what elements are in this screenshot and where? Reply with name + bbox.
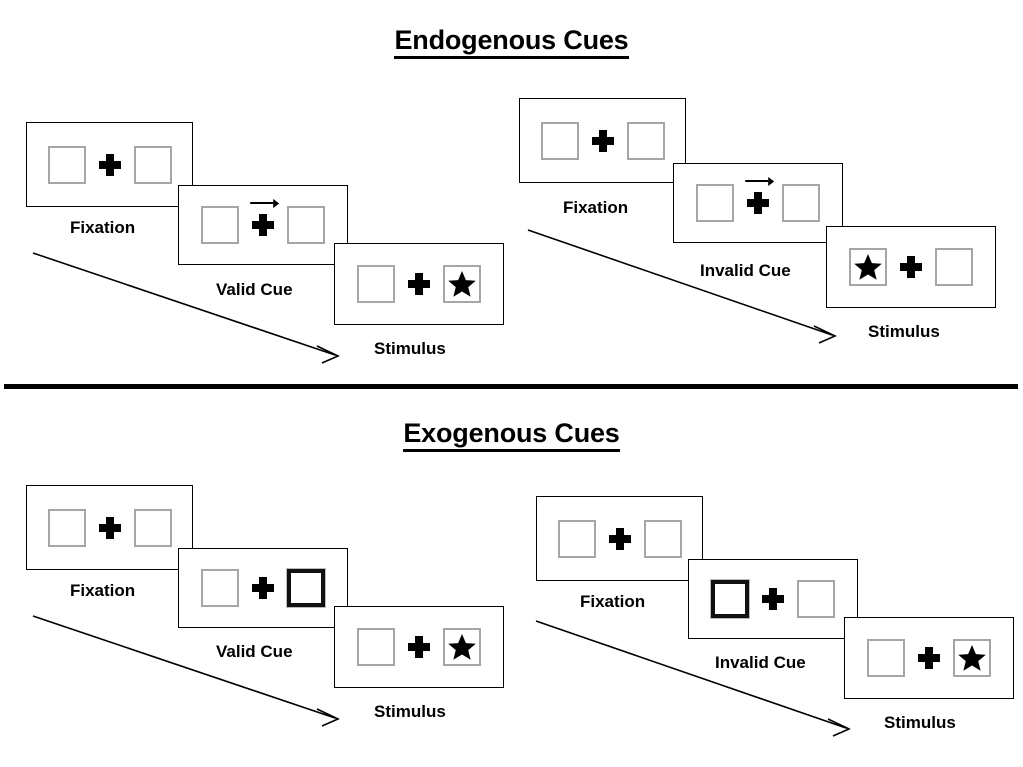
box-right-cued bbox=[287, 569, 325, 607]
box-right bbox=[782, 184, 820, 222]
center-slot bbox=[749, 588, 797, 610]
box-right-target bbox=[443, 628, 481, 666]
box-right-target bbox=[953, 639, 991, 677]
box-right bbox=[133, 508, 172, 547]
box-left-target bbox=[849, 248, 887, 286]
panel-exogenous-valid-cue bbox=[178, 548, 348, 628]
plus-icon bbox=[408, 273, 430, 295]
caption-exogenous-valid-stimulus: Stimulus bbox=[374, 702, 446, 721]
box-right bbox=[935, 248, 973, 286]
caption-endogenous-invalid-stimulus: Stimulus bbox=[868, 322, 940, 341]
box-left bbox=[201, 569, 239, 607]
caption-endogenous-valid-stimulus: Stimulus bbox=[374, 339, 446, 358]
box-right bbox=[287, 206, 325, 244]
section-title-exogenous-text: Exogenous Cues bbox=[403, 418, 620, 452]
box-left bbox=[47, 145, 86, 184]
box-left bbox=[47, 508, 86, 547]
caption-endogenous-valid-fixation: Fixation bbox=[70, 218, 136, 237]
center-slot bbox=[239, 199, 287, 236]
box-left bbox=[557, 519, 596, 558]
star-icon bbox=[448, 634, 476, 660]
center-slot bbox=[239, 577, 287, 599]
box-right-target bbox=[443, 265, 481, 303]
panel-exogenous-invalid-stimulus bbox=[844, 617, 1014, 699]
timeline-arrow-icon-endogenous-invalid bbox=[527, 229, 837, 344]
panel-exogenous-invalid-cue bbox=[688, 559, 858, 639]
caption-endogenous-invalid-cue: Invalid Cue bbox=[700, 261, 791, 280]
center-slot bbox=[395, 636, 443, 658]
box-right bbox=[643, 519, 682, 558]
caption-exogenous-valid-fixation: Fixation bbox=[70, 581, 136, 600]
plus-icon bbox=[608, 527, 631, 550]
box-left bbox=[696, 184, 734, 222]
center-slot bbox=[86, 153, 134, 176]
box-left bbox=[201, 206, 239, 244]
arrow-right-icon bbox=[250, 199, 280, 208]
caption-exogenous-invalid-stimulus: Stimulus bbox=[884, 713, 956, 732]
panel-endogenous-invalid-stimulus bbox=[826, 226, 996, 308]
center-slot bbox=[395, 273, 443, 295]
panel-endogenous-invalid-fixation bbox=[519, 98, 686, 183]
section-title-endogenous-text: Endogenous Cues bbox=[394, 25, 629, 59]
caption-exogenous-invalid-fixation: Fixation bbox=[580, 592, 646, 611]
caption-endogenous-valid-cue: Valid Cue bbox=[216, 280, 293, 299]
arrow-right-icon bbox=[745, 177, 775, 186]
plus-icon bbox=[252, 577, 274, 599]
panel-exogenous-invalid-fixation bbox=[536, 496, 703, 581]
panel-endogenous-valid-fixation bbox=[26, 122, 193, 207]
section-divider bbox=[4, 384, 1018, 389]
timeline-arrow-icon-exogenous-valid bbox=[32, 615, 340, 727]
plus-icon bbox=[900, 256, 922, 278]
star-icon bbox=[854, 254, 882, 280]
box-left bbox=[867, 639, 905, 677]
star-icon bbox=[448, 271, 476, 297]
caption-exogenous-invalid-cue: Invalid Cue bbox=[715, 653, 806, 672]
center-slot bbox=[86, 516, 134, 539]
plus-icon bbox=[762, 588, 784, 610]
panel-exogenous-valid-stimulus bbox=[334, 606, 504, 688]
panel-endogenous-invalid-cue bbox=[673, 163, 843, 243]
box-left bbox=[357, 628, 395, 666]
center-slot bbox=[734, 177, 782, 214]
section-title-endogenous: Endogenous Cues bbox=[0, 25, 1023, 59]
plus-icon bbox=[591, 129, 614, 152]
panel-endogenous-valid-cue bbox=[178, 185, 348, 265]
star-icon bbox=[958, 645, 986, 671]
box-right bbox=[133, 145, 172, 184]
box-left-cued bbox=[711, 580, 749, 618]
center-slot bbox=[579, 129, 627, 152]
box-right bbox=[797, 580, 835, 618]
caption-exogenous-valid-cue: Valid Cue bbox=[216, 642, 293, 661]
center-slot bbox=[887, 256, 935, 278]
caption-endogenous-invalid-fixation: Fixation bbox=[563, 198, 629, 217]
timeline-arrow-icon-exogenous-invalid bbox=[535, 620, 851, 737]
plus-icon bbox=[408, 636, 430, 658]
box-right bbox=[626, 121, 665, 160]
plus-icon bbox=[747, 192, 769, 214]
timeline-arrow-icon-endogenous-valid bbox=[32, 252, 340, 364]
panel-endogenous-valid-stimulus bbox=[334, 243, 504, 325]
box-left bbox=[540, 121, 579, 160]
box-left bbox=[357, 265, 395, 303]
section-title-exogenous: Exogenous Cues bbox=[0, 418, 1023, 452]
plus-icon bbox=[98, 153, 121, 176]
plus-icon bbox=[918, 647, 940, 669]
center-slot bbox=[905, 647, 953, 669]
plus-icon bbox=[252, 214, 274, 236]
plus-icon bbox=[98, 516, 121, 539]
panel-exogenous-valid-fixation bbox=[26, 485, 193, 570]
center-slot bbox=[596, 527, 644, 550]
